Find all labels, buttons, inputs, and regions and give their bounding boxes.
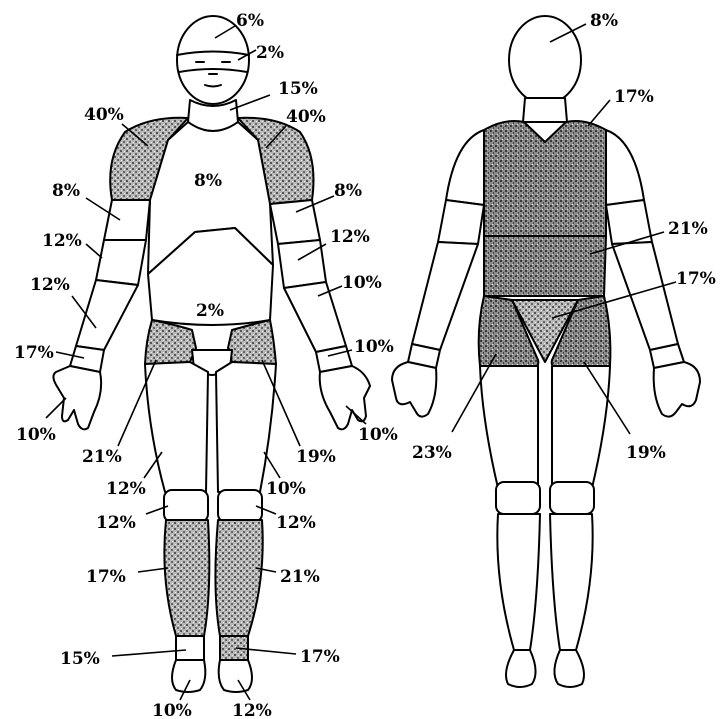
front-knee-right <box>218 490 262 522</box>
front-foot-left <box>172 660 205 692</box>
label-front-chest: 8% <box>194 171 222 191</box>
label-front-wrist-right: 10% <box>354 337 394 357</box>
front-hand-left <box>53 366 101 429</box>
label-front-thigh-left: 12% <box>106 479 146 499</box>
front-forearm-right <box>284 282 346 352</box>
label-front-groin-left: 21% <box>82 447 122 467</box>
front-groin-left <box>145 320 196 364</box>
label-front-abdomen: 2% <box>196 301 224 321</box>
label-front-foot-right: 12% <box>232 701 272 719</box>
label-back-buttock-left: 23% <box>412 443 452 463</box>
label-front-shoulder-right: 40% <box>286 107 326 127</box>
label-front-shoulder-left: 40% <box>84 105 124 125</box>
back-body <box>392 16 700 687</box>
label-front-ankle-left: 15% <box>60 649 100 669</box>
front-thigh-right <box>216 362 276 492</box>
back-calf-right <box>550 514 593 650</box>
label-back-lower-back: 21% <box>668 219 708 239</box>
back-knee-right <box>550 482 594 514</box>
front-foot-right <box>219 660 252 692</box>
label-front-neck: 15% <box>278 79 318 99</box>
label-front-thigh-right: 10% <box>266 479 306 499</box>
label-front-forearm-right: 10% <box>342 273 382 293</box>
label-front-forearm-left: 12% <box>30 275 70 295</box>
label-front-wrist-left: 17% <box>14 343 54 363</box>
label-front-shin-right: 21% <box>280 567 320 587</box>
back-upper-back <box>484 121 606 236</box>
front-elbow-left <box>96 240 146 285</box>
back-foot-right <box>554 650 584 687</box>
back-hand-right <box>654 362 700 417</box>
back-forearm-left <box>412 242 478 350</box>
label-front-groin-right: 19% <box>296 447 336 467</box>
front-ankle-left <box>176 636 204 660</box>
back-hand-left <box>392 362 436 417</box>
back-lower-back <box>484 236 606 296</box>
label-front-knee-left: 12% <box>96 513 136 533</box>
label-front-face: 2% <box>256 43 284 63</box>
label-back-sacrum: 17% <box>676 269 716 289</box>
front-upper-arm-right <box>270 200 320 244</box>
label-front-head: 6% <box>236 11 264 31</box>
label-front-elbow-left: 12% <box>42 231 82 251</box>
back-shoulder-left <box>446 130 484 205</box>
front-thigh-left <box>145 362 208 492</box>
back-upper-arm-left <box>438 200 484 244</box>
label-back-head: 8% <box>590 11 618 31</box>
back-neck <box>523 98 567 122</box>
label-front-knee-right: 12% <box>276 513 316 533</box>
back-shoulder-right <box>606 130 644 205</box>
back-calf-left <box>497 514 540 650</box>
front-shin-right <box>215 520 262 636</box>
label-front-upper-arm-right: 8% <box>334 181 362 201</box>
back-forearm-right <box>612 242 678 350</box>
front-upper-arm-left <box>104 200 150 240</box>
back-knee-left <box>496 482 540 514</box>
back-thigh-left <box>480 366 538 488</box>
label-front-foot-left: 10% <box>152 701 192 719</box>
front-groin-right <box>228 320 276 364</box>
label-back-buttock-right: 19% <box>626 443 666 463</box>
label-front-shin-left: 17% <box>86 567 126 587</box>
label-front-upper-arm-left: 8% <box>52 181 80 201</box>
back-head <box>509 16 581 104</box>
label-front-ankle-right: 17% <box>300 647 340 667</box>
label-front-elbow-right: 12% <box>330 227 370 247</box>
label-back-upper-back: 17% <box>614 87 654 107</box>
label-front-hand-right: 10% <box>358 425 398 445</box>
front-knee-left <box>164 490 208 522</box>
back-thigh-right <box>552 366 610 488</box>
label-front-hand-left: 10% <box>16 425 56 445</box>
front-shin-left <box>164 520 209 636</box>
back-foot-left <box>506 650 536 687</box>
